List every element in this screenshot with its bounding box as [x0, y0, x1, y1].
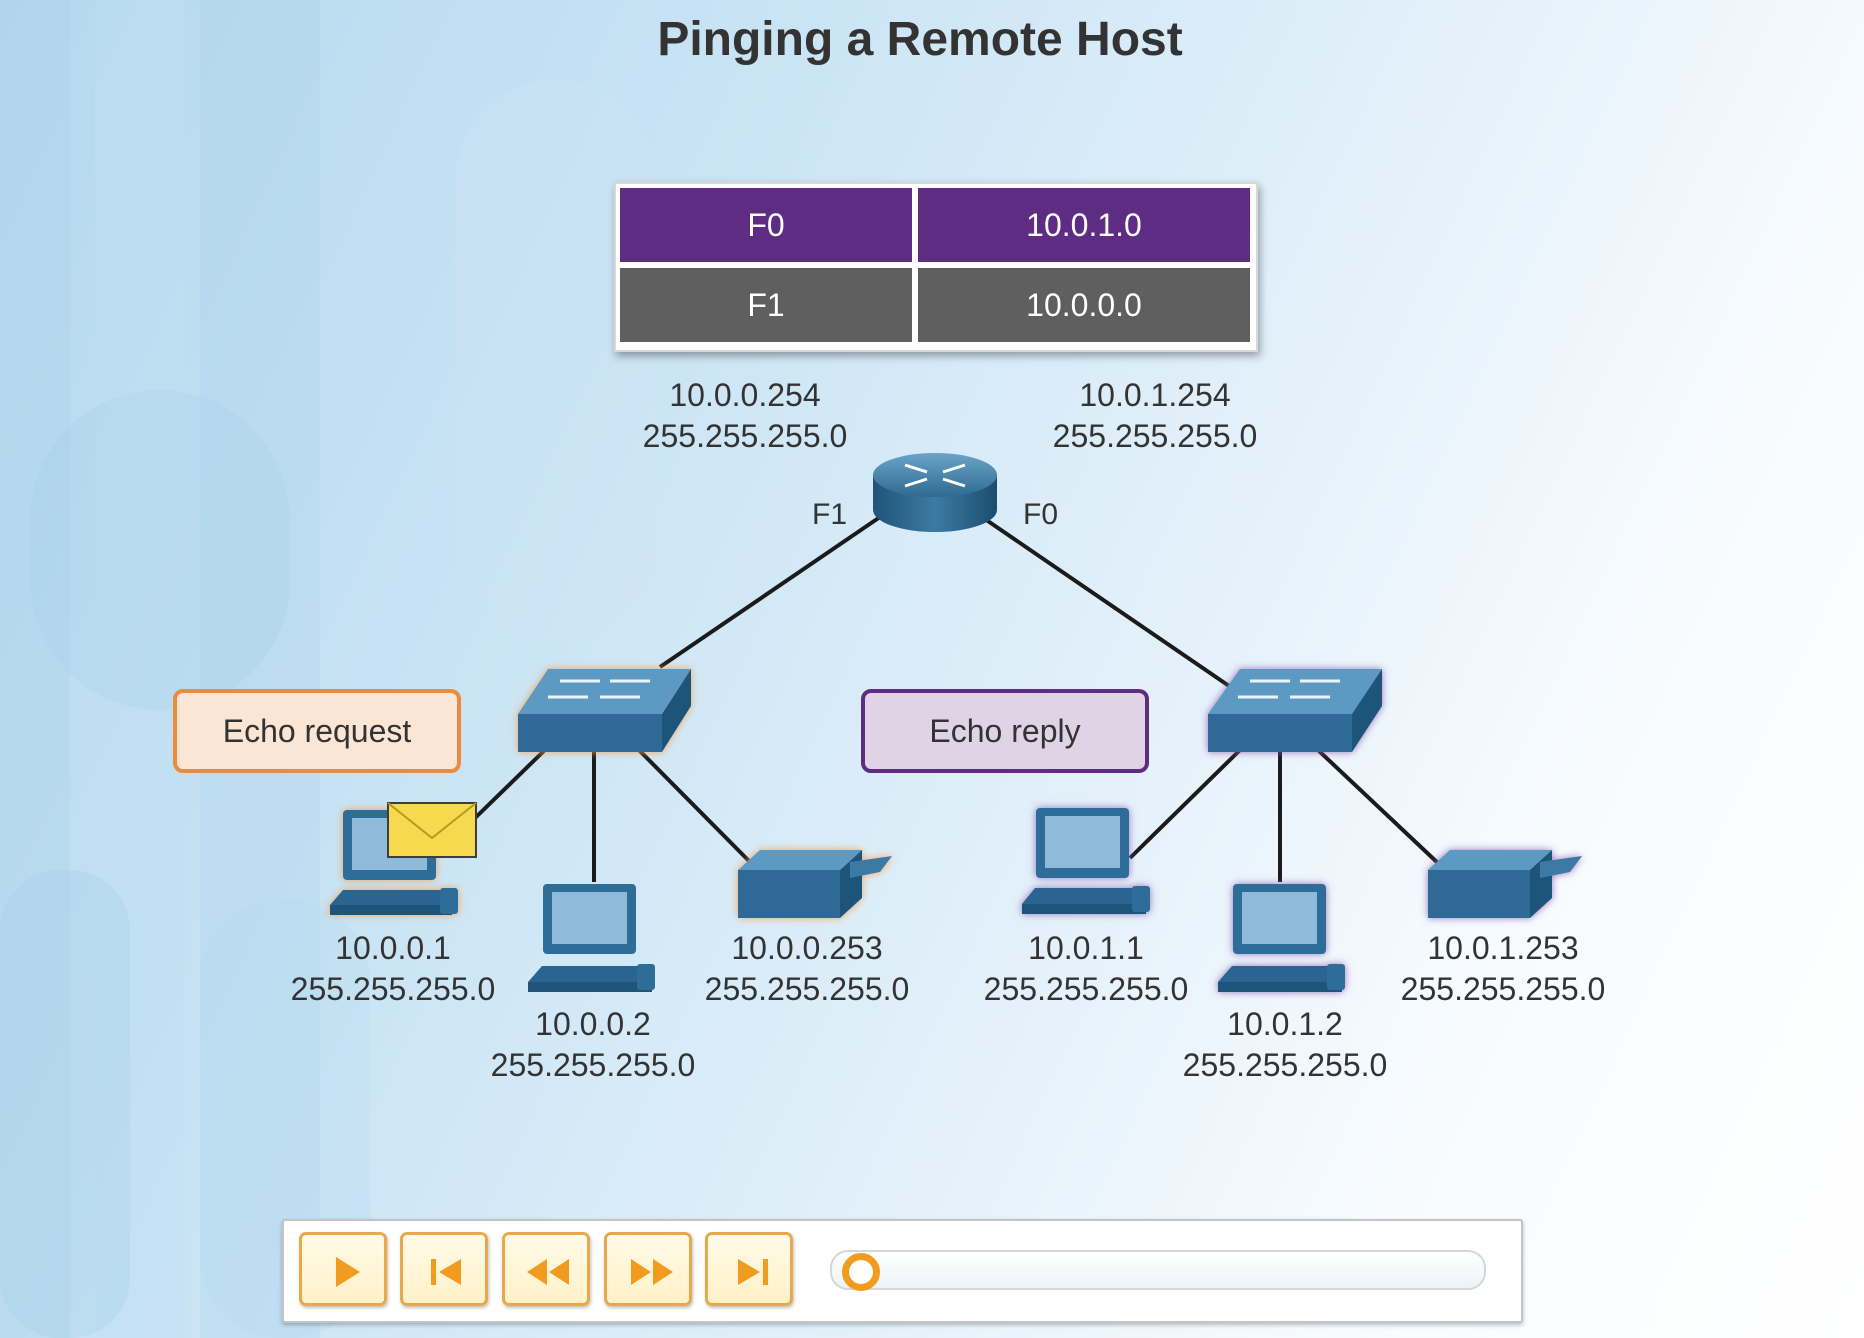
- routing-table-row1-network: 10.0.1.0: [918, 188, 1250, 262]
- skip-to-start-icon: [431, 1259, 461, 1285]
- router-right-ip: 10.0.1.254: [1079, 377, 1231, 413]
- host-label-right-pc2: 10.0.1.2 255.255.255.0: [1160, 1004, 1410, 1086]
- host-mask: 255.255.255.0: [490, 1047, 696, 1083]
- pc-right-2-icon[interactable]: [1218, 884, 1345, 992]
- progress-slider-handle[interactable]: [842, 1253, 880, 1291]
- page-title: Pinging a Remote Host: [657, 13, 1183, 66]
- host-mask: 255.255.255.0: [1400, 971, 1606, 1007]
- play-icon: [336, 1257, 360, 1287]
- host-mask: 255.255.255.0: [704, 971, 910, 1007]
- link-switch-left-pc1: [471, 743, 552, 822]
- switch-right-icon[interactable]: [1208, 669, 1382, 752]
- router-left-mask: 255.255.255.0: [642, 418, 848, 454]
- host-mask: 255.255.255.0: [290, 971, 496, 1007]
- host-label-left-pc2: 10.0.0.2 255.255.255.0: [468, 1004, 718, 1086]
- skip-to-end-button[interactable]: [705, 1232, 793, 1306]
- routing-table-row2-interface: F1: [620, 268, 912, 342]
- host-ip: 10.0.1.253: [1427, 930, 1579, 966]
- progress-slider-track[interactable]: [830, 1250, 1486, 1290]
- envelope-icon: [387, 802, 477, 858]
- link-router-switch-right: [980, 515, 1234, 690]
- echo-request-callout: Echo request: [173, 689, 461, 773]
- routing-table-row1-interface: F0: [620, 188, 912, 262]
- skip-to-start-button[interactable]: [400, 1232, 488, 1306]
- skip-to-end-icon: [738, 1259, 768, 1285]
- pc-left-2-icon[interactable]: [528, 884, 655, 992]
- router-right-mask: 255.255.255.0: [1052, 418, 1258, 454]
- host-ip: 10.0.0.253: [731, 930, 883, 966]
- host-label-left-printer: 10.0.0.253 255.255.255.0: [682, 928, 932, 1010]
- host-label-left-pc1: 10.0.0.1 255.255.255.0: [268, 928, 518, 1010]
- router-port-f1: F1: [812, 498, 848, 531]
- router-icon[interactable]: [873, 453, 997, 532]
- host-ip: 10.0.1.2: [1227, 1006, 1343, 1042]
- router-right-address: 10.0.1.254 255.255.255.0: [1030, 375, 1280, 457]
- printer-right-icon[interactable]: [1428, 850, 1582, 918]
- routing-table-row2-network: 10.0.0.0: [918, 268, 1250, 342]
- link-switch-right-printer: [1316, 748, 1442, 867]
- link-switch-right-pc1: [1128, 748, 1242, 860]
- link-router-switch-left: [658, 515, 882, 669]
- host-ip: 10.0.0.2: [535, 1006, 651, 1042]
- fast-forward-icon: [631, 1259, 673, 1285]
- echo-reply-callout: Echo reply: [861, 689, 1149, 773]
- printer-left-icon[interactable]: [738, 850, 892, 918]
- animation-control-bar: [282, 1219, 1523, 1323]
- host-label-right-printer: 10.0.1.253 255.255.255.0: [1378, 928, 1628, 1010]
- router-left-address: 10.0.0.254 255.255.255.0: [620, 375, 870, 457]
- play-button[interactable]: [299, 1232, 387, 1306]
- host-mask: 255.255.255.0: [1182, 1047, 1388, 1083]
- switch-left-icon[interactable]: [518, 669, 691, 752]
- routing-table: F0 10.0.1.0 F1 10.0.0.0: [614, 182, 1258, 352]
- link-switch-left-printer: [632, 743, 752, 864]
- host-mask: 255.255.255.0: [983, 971, 1189, 1007]
- host-ip: 10.0.0.1: [335, 930, 451, 966]
- rewind-icon: [527, 1259, 569, 1285]
- rewind-button[interactable]: [502, 1232, 590, 1306]
- host-ip: 10.0.1.1: [1028, 930, 1144, 966]
- pc-right-1-icon[interactable]: [1022, 808, 1150, 914]
- router-left-ip: 10.0.0.254: [669, 377, 821, 413]
- fast-forward-button[interactable]: [604, 1232, 692, 1306]
- host-label-right-pc1: 10.0.1.1 255.255.255.0: [961, 928, 1211, 1010]
- router-port-f0: F0: [1023, 498, 1059, 531]
- network-links: [471, 515, 1442, 882]
